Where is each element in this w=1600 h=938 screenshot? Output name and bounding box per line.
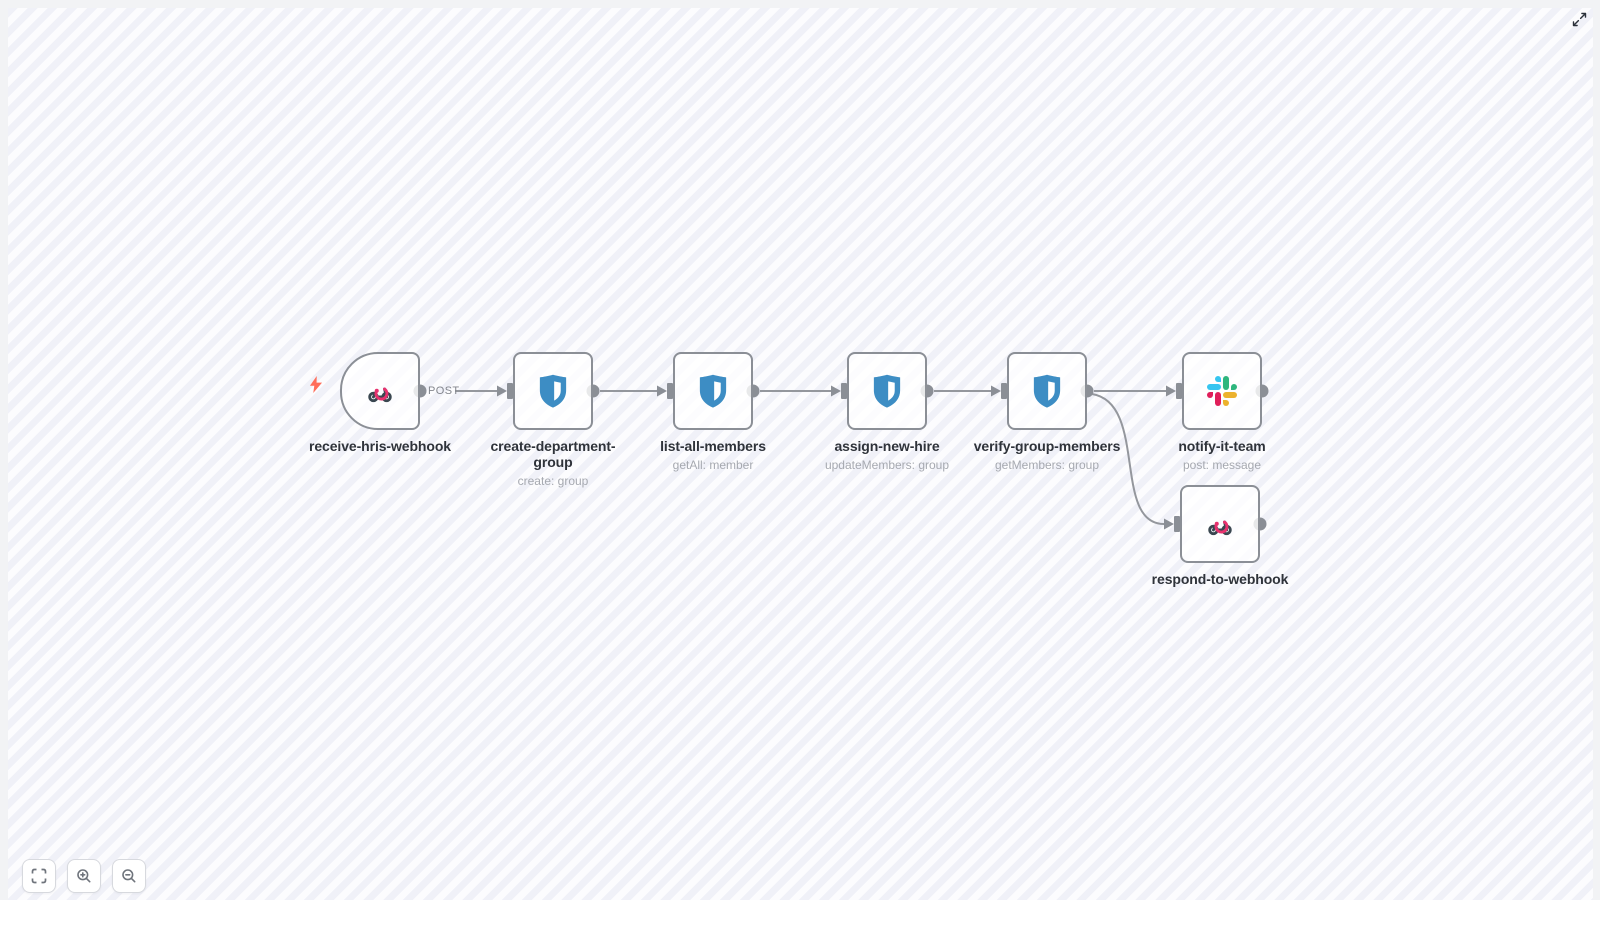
zoom-in-icon xyxy=(77,869,91,883)
page-chrome: POST receive-hris-webhook xyxy=(0,0,1600,900)
canvas-controls xyxy=(22,859,146,893)
node-assign-new-hire[interactable] xyxy=(847,352,927,430)
bitwarden-shield-icon xyxy=(699,374,727,408)
workflow-canvas[interactable]: POST receive-hris-webhook xyxy=(8,8,1593,900)
node-name: notify-it-team xyxy=(1178,438,1266,454)
node-label: notify-it-team post: message xyxy=(1122,438,1322,473)
lightning-bolt-icon xyxy=(309,376,323,393)
expand-button[interactable] xyxy=(1571,11,1587,27)
node-label: assign-new-hire updateMembers: group xyxy=(787,438,987,473)
zoom-in-button[interactable] xyxy=(67,859,101,893)
bitwarden-shield-icon xyxy=(1033,374,1061,408)
fit-view-icon xyxy=(31,868,47,884)
node-subtitle: updateMembers: group xyxy=(824,458,950,472)
fit-view-button[interactable] xyxy=(22,859,56,893)
node-label: verify-group-members getMembers: group xyxy=(947,438,1147,473)
zoom-out-button[interactable] xyxy=(112,859,146,893)
node-label: receive-hris-webhook xyxy=(280,438,480,454)
connection-label-post: POST xyxy=(428,385,460,397)
node-label: list-all-members getAll: member xyxy=(613,438,813,473)
node-subtitle: post: message xyxy=(1182,458,1262,472)
node-subtitle: create: group xyxy=(517,474,589,488)
node-name: list-all-members xyxy=(660,438,766,454)
node-label: respond-to-webhook xyxy=(1120,571,1320,587)
node-name: verify-group-members xyxy=(973,438,1121,454)
webhook-icon xyxy=(1208,520,1232,536)
node-name: receive-hris-webhook xyxy=(309,438,451,454)
node-notify-it-team[interactable] xyxy=(1182,352,1262,430)
node-name: respond-to-webhook xyxy=(1151,571,1289,587)
expand-icon xyxy=(1572,12,1586,26)
zoom-out-icon xyxy=(122,869,136,883)
bitwarden-shield-icon xyxy=(539,374,567,408)
webhook-icon xyxy=(368,387,392,403)
bitwarden-shield-icon xyxy=(873,374,901,408)
node-name: assign-new-hire xyxy=(834,438,940,454)
node-verify-group-members[interactable] xyxy=(1007,352,1087,430)
node-create-department-group[interactable] xyxy=(513,352,593,430)
node-subtitle: getMembers: group xyxy=(994,458,1100,472)
slack-icon xyxy=(1207,376,1237,406)
node-subtitle: getAll: member xyxy=(672,458,754,472)
node-respond-to-webhook[interactable] xyxy=(1180,485,1260,563)
node-list-all-members[interactable] xyxy=(673,352,753,430)
node-name: create-department-group xyxy=(490,438,616,470)
node-receive-hris-webhook[interactable] xyxy=(340,352,420,430)
node-label: create-department-group create: group xyxy=(478,438,628,489)
